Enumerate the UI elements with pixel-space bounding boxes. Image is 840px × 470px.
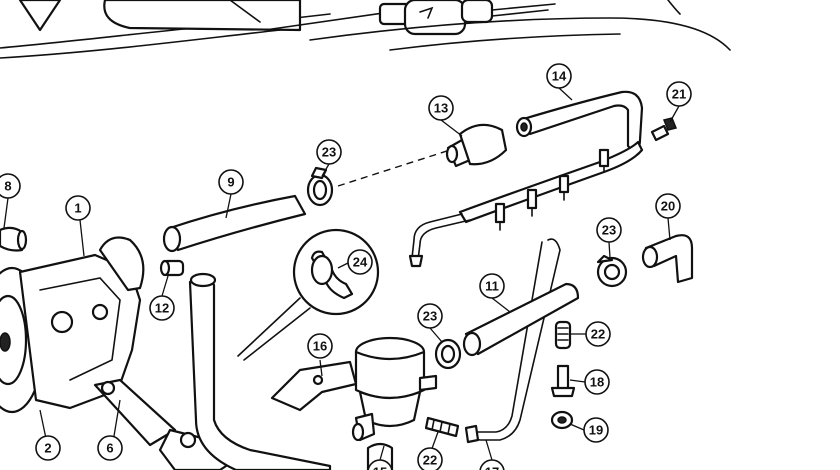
svg-text:23: 23: [423, 309, 437, 324]
svg-text:18: 18: [590, 375, 604, 390]
callout-17: 17: [479, 459, 505, 470]
bent-hose: [188, 272, 332, 470]
washer-19: [550, 410, 574, 430]
callout-24: 24: [347, 249, 373, 275]
callout-23a: 23: [316, 139, 342, 165]
engine-top-section: [0, 0, 731, 59]
callout-14: 14: [546, 63, 572, 89]
hose-11: [462, 282, 580, 357]
callout-23b: 23: [417, 303, 443, 329]
spring-22b: [554, 320, 572, 350]
regulator-15: [351, 336, 438, 470]
svg-text:13: 13: [434, 101, 448, 116]
svg-text:16: 16: [313, 339, 327, 354]
callout-8: 8: [0, 173, 21, 199]
connection-dash-line: [337, 149, 451, 187]
hose-9: [162, 194, 307, 253]
fuel-rail-14: [408, 90, 644, 268]
svg-text:1: 1: [74, 201, 81, 216]
svg-text:24: 24: [353, 255, 368, 270]
callout-11: 11: [479, 273, 505, 299]
callout-22b: 22: [585, 321, 611, 347]
svg-text:14: 14: [552, 69, 567, 84]
callout-12: 12: [149, 295, 175, 321]
hose-clip-23c: [596, 254, 628, 288]
svg-text:19: 19: [589, 423, 603, 438]
pipe-17: [464, 238, 561, 444]
bolt-18: [550, 364, 576, 398]
bracket-16: [270, 360, 358, 412]
callout-2: 2: [35, 435, 61, 461]
hose-clip-23a: [306, 166, 334, 207]
screw-21: [650, 117, 678, 142]
callout-23c: 23: [596, 217, 622, 243]
svg-text:12: 12: [155, 301, 169, 316]
svg-text:23: 23: [602, 223, 616, 238]
svg-text:8: 8: [4, 179, 11, 194]
svg-text:11: 11: [485, 279, 499, 294]
elbow-hose-20: [641, 234, 694, 284]
svg-text:22: 22: [591, 327, 605, 342]
callout-21: 21: [666, 81, 692, 107]
callout-15: 15: [367, 459, 393, 470]
pump-pulley-assembly: [0, 226, 237, 470]
callout-16: 16: [307, 333, 333, 359]
svg-text:22: 22: [423, 453, 437, 468]
svg-text:17: 17: [485, 465, 499, 470]
callout-22a: 22: [417, 447, 443, 470]
svg-text:6: 6: [106, 441, 113, 456]
callout-9: 9: [218, 169, 244, 195]
callout-19: 19: [583, 417, 609, 443]
valve-13: [445, 123, 508, 168]
svg-text:23: 23: [322, 145, 336, 160]
callout-1: 1: [65, 195, 91, 221]
svg-text:9: 9: [227, 175, 234, 190]
svg-text:2: 2: [44, 441, 51, 456]
svg-text:20: 20: [661, 199, 675, 214]
hose-clip-23b: [434, 338, 462, 370]
detail-bubble-24: [237, 228, 380, 361]
svg-text:21: 21: [672, 87, 686, 102]
svg-text:15: 15: [373, 465, 387, 470]
spring-22a: [424, 416, 460, 438]
callout-18: 18: [584, 369, 610, 395]
callout-13: 13: [428, 95, 454, 121]
adapter-fitting-12: [159, 259, 185, 277]
callout-20: 20: [655, 193, 681, 219]
callout-6: 6: [97, 435, 123, 461]
